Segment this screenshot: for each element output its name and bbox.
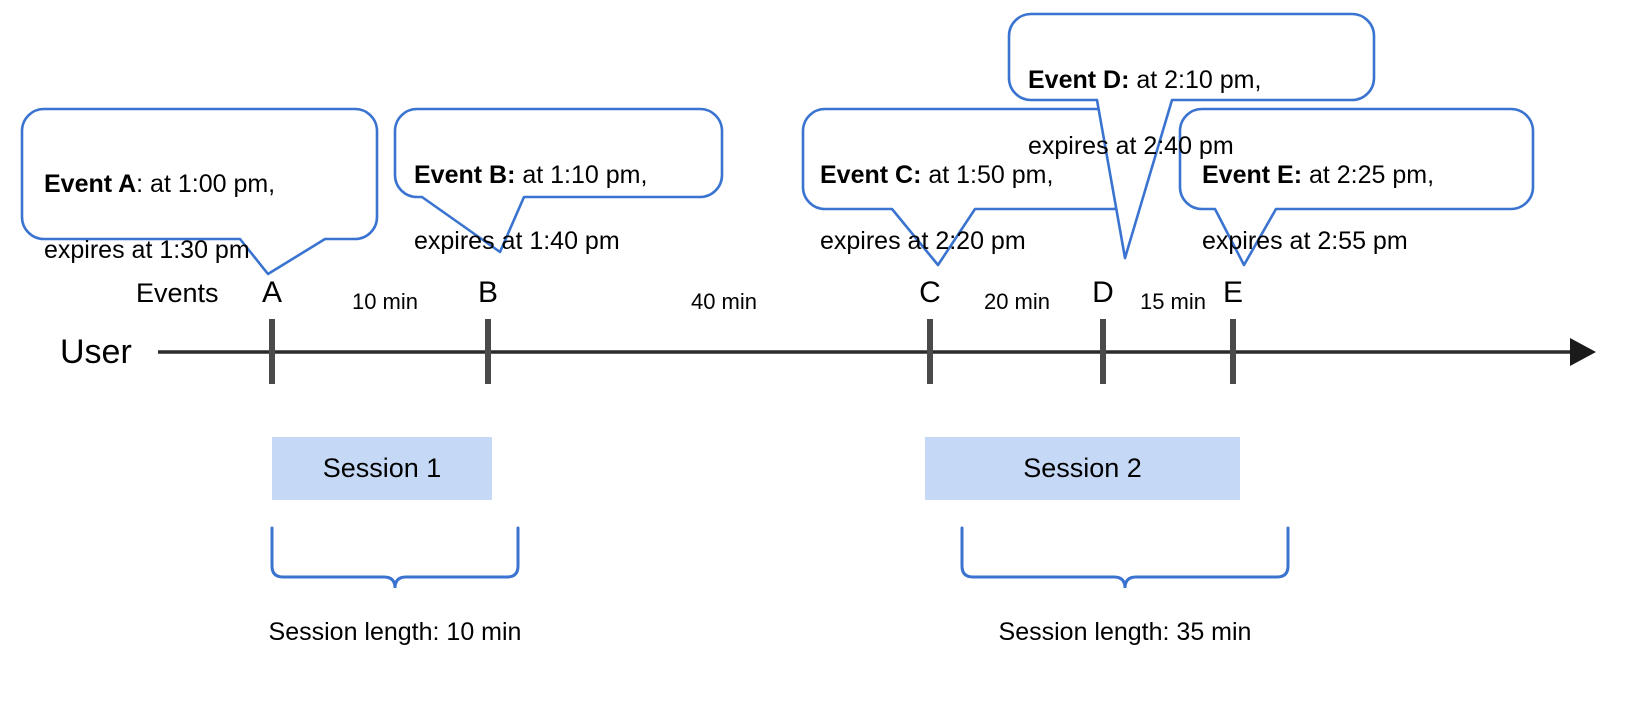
brace-session-2 (960, 526, 1290, 589)
callout-text-b: Event B: at 1:10 pm, expires at 1:40 pm (414, 126, 724, 258)
callout-line2-a: expires at 1:30 pm (44, 236, 250, 264)
tick-letter-b: B (477, 276, 498, 309)
session-box-1: Session 1 (272, 437, 492, 500)
callout-lead-tail-c: at 1:50 pm, (921, 161, 1054, 189)
brace-session-1 (270, 526, 520, 589)
interval-label-a-b: 10 min (351, 289, 419, 314)
interval-label-d-e: 15 min (1139, 289, 1207, 314)
session-box-2-label: Session 2 (1023, 453, 1142, 483)
callout-text-d: Event D: at 2:10 pm, expires at 2:40 pm (1028, 31, 1378, 163)
session-caption-2: Session length: 35 min (998, 618, 1252, 646)
callout-lead-a: Event A (44, 170, 137, 198)
callout-line2-d: expires at 2:40 pm (1028, 132, 1234, 160)
callout-lead-tail-b: at 1:10 pm, (515, 161, 648, 189)
callout-lead-d: Event D: (1028, 66, 1130, 94)
callout-lead-c: Event C: (820, 161, 922, 189)
tick-letter-a: A (261, 276, 282, 309)
callout-line2-b: expires at 1:40 pm (414, 227, 620, 255)
callout-text-e: Event E: at 2:25 pm, expires at 2:55 pm (1202, 126, 1537, 258)
session-box-1-label: Session 1 (322, 453, 442, 483)
callout-lead-tail-a: : at 1:00 pm, (136, 170, 276, 198)
callout-text-c: Event C: at 1:50 pm, expires at 2:20 pm (820, 126, 1140, 258)
tick-letter-e: E (1222, 276, 1243, 309)
callout-lead-b: Event B: (414, 161, 516, 189)
session-caption-1: Session length: 10 min (268, 618, 522, 646)
timeline-arrowhead (1570, 338, 1596, 366)
interval-label-c-d: 20 min (983, 289, 1051, 314)
callout-line2-c: expires at 2:20 pm (820, 227, 1026, 255)
user-row-label: User (60, 333, 132, 371)
tick-letter-d: D (1092, 276, 1114, 309)
callout-lead-e: Event E: (1202, 161, 1303, 189)
events-row-label: Events (136, 278, 219, 308)
interval-label-b-c: 40 min (690, 289, 758, 314)
callout-line2-e: expires at 2:55 pm (1202, 227, 1408, 255)
callout-lead-tail-d: at 2:10 pm, (1129, 66, 1262, 94)
session-box-2: Session 2 (925, 437, 1240, 500)
callout-text-a: Event A: at 1:00 pm, expires at 1:30 pm (44, 135, 374, 267)
tick-letter-c: C (919, 276, 941, 309)
callout-lead-tail-e: at 2:25 pm, (1302, 161, 1435, 189)
